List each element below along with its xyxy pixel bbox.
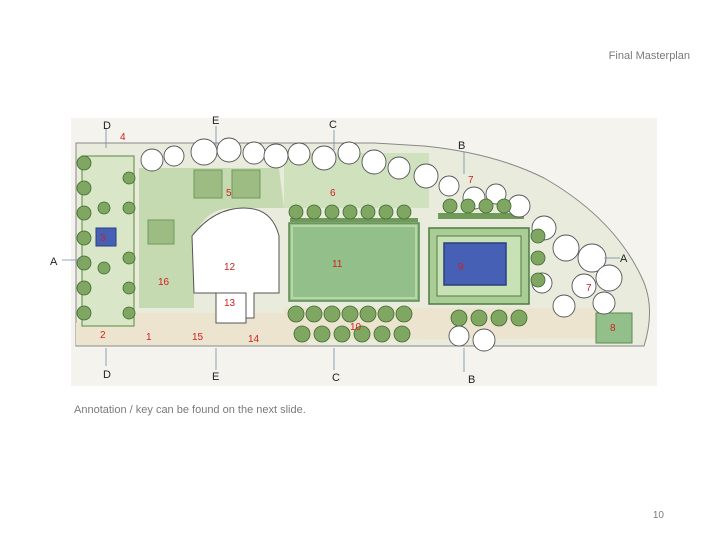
area-number-13: 13 — [224, 298, 236, 309]
section-label-e-bottom: E — [212, 371, 219, 383]
sunken-garden-pool — [443, 242, 507, 286]
section-label-d-bottom: D — [103, 369, 111, 381]
section-lines — [62, 126, 620, 372]
hedge-square-3 — [147, 219, 175, 245]
hedge-north-lawn — [290, 218, 418, 222]
masterplan-drawing: D D E E C C B B A A 1 2 3 4 5 6 7 7 8 9 … — [44, 108, 684, 398]
footnote: Annotation / key can be found on the nex… — [74, 404, 306, 416]
entrance-paving — [76, 323, 132, 345]
house — [191, 207, 280, 319]
hedge-north-sunken — [438, 213, 524, 219]
tree-canopy — [140, 137, 623, 352]
area-number-2: 2 — [100, 330, 106, 341]
area-number-9: 9 — [458, 262, 464, 273]
area-number-15: 15 — [192, 332, 204, 343]
long-lawn — [288, 222, 420, 302]
area-number-7-north: 7 — [468, 175, 474, 186]
section-label-e-top: E — [212, 115, 219, 127]
section-label-d-top: D — [103, 120, 111, 132]
hedge-square-2 — [231, 169, 261, 199]
long-lawn-inner — [291, 225, 417, 299]
hedge-square-1 — [193, 169, 223, 199]
section-label-c-bottom: C — [332, 372, 340, 384]
house-annex — [215, 292, 247, 324]
section-label-a-left: A — [50, 256, 58, 268]
area-number-4: 4 — [120, 132, 126, 143]
walled-garden-pool — [95, 227, 117, 247]
section-label-c-top: C — [329, 119, 337, 131]
slide-title: Final Masterplan — [608, 50, 690, 62]
area-number-11: 11 — [332, 259, 343, 270]
area-number-14: 14 — [248, 334, 260, 345]
masterplan-svg: D D E E C C B B A A 1 2 3 4 5 6 7 7 8 9 … — [50, 115, 657, 386]
area-number-7-east: 7 — [586, 283, 592, 294]
west-lawn — [139, 168, 284, 308]
avenue-trees — [76, 155, 546, 343]
area-number-16: 16 — [158, 277, 170, 288]
area-number-3: 3 — [100, 233, 106, 244]
area-number-5: 5 — [226, 188, 232, 199]
page-number: 10 — [652, 510, 664, 521]
section-label-a-right: A — [620, 253, 628, 265]
section-label-b-bottom: B — [468, 374, 475, 386]
area-number-6: 6 — [330, 188, 336, 199]
area-number-12: 12 — [224, 262, 236, 273]
area-number-8: 8 — [610, 323, 616, 334]
area-number-10: 10 — [350, 322, 362, 333]
area-number-1: 1 — [146, 332, 152, 343]
corner-garden — [595, 312, 633, 344]
section-label-b-top: B — [458, 140, 465, 152]
